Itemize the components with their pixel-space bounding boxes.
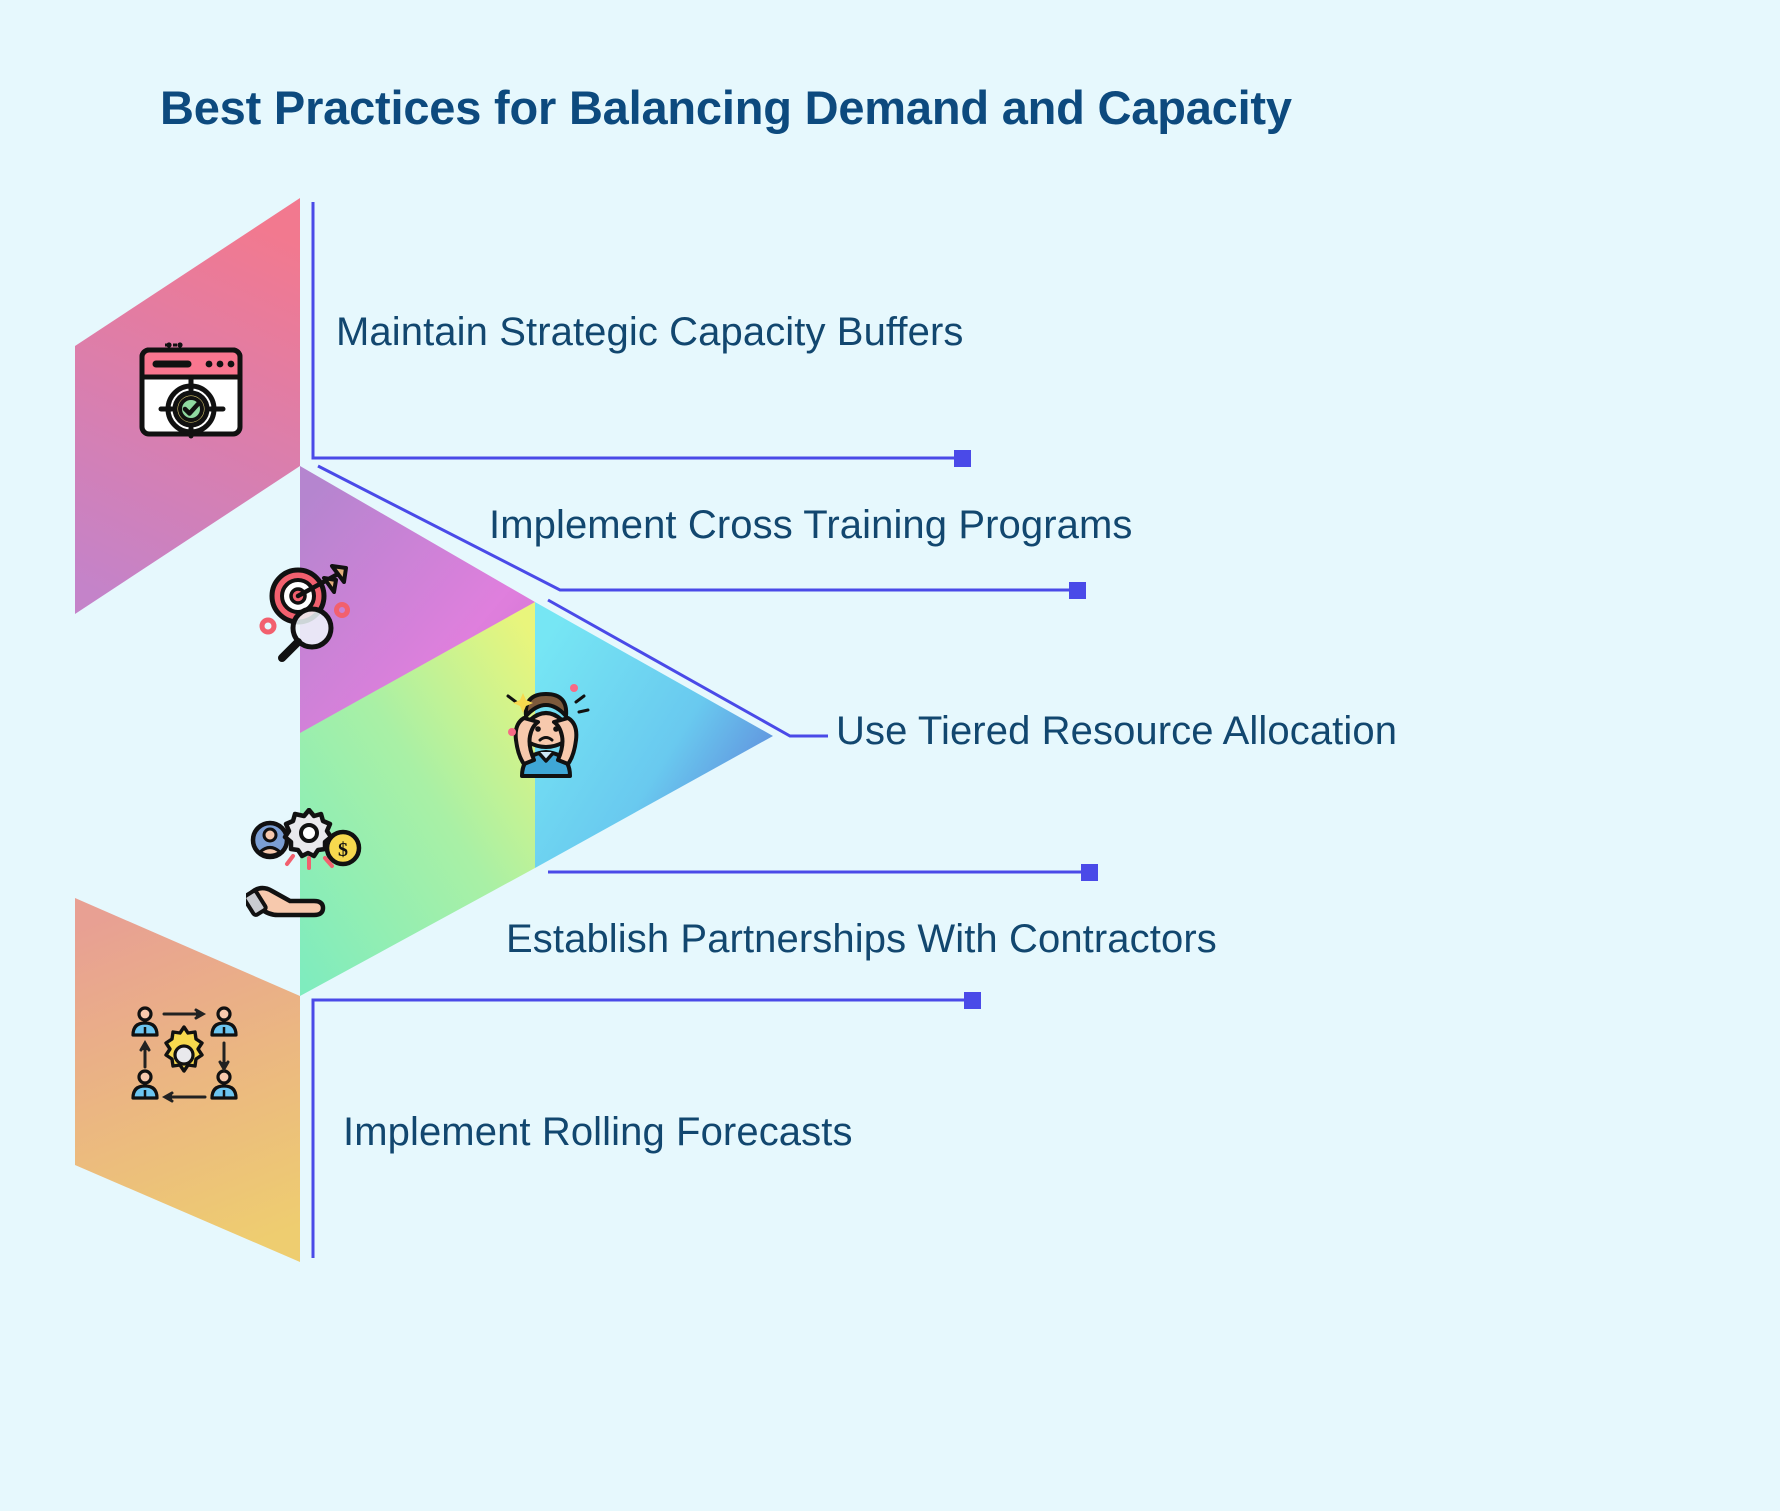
chevron-segment-4 bbox=[300, 602, 535, 996]
step-label-5: Implement Rolling Forecasts bbox=[343, 1110, 853, 1154]
step-label-2: Implement Cross Training Programs bbox=[489, 503, 1133, 547]
person-br bbox=[210, 1069, 238, 1100]
center-gear bbox=[164, 1025, 204, 1073]
step-label-4: Establish Partnerships With Contractors bbox=[506, 917, 1217, 961]
connector-5 bbox=[311, 998, 318, 1258]
step-label-3: Use Tiered Resource Allocation bbox=[836, 709, 1398, 753]
connector-2 bbox=[317, 464, 1073, 592]
chevron-segment-3 bbox=[535, 602, 773, 868]
marker-4 bbox=[964, 992, 981, 1009]
person-tr bbox=[210, 1006, 238, 1037]
chevron-segment-5 bbox=[75, 898, 300, 1262]
marker-1 bbox=[954, 450, 971, 467]
people-gear-network-icon bbox=[130, 1005, 240, 1105]
marker-2 bbox=[1069, 582, 1086, 599]
connector-markers bbox=[954, 450, 1098, 1009]
target-magnifier-icon bbox=[250, 552, 362, 664]
person-tl bbox=[131, 1006, 159, 1037]
page-title: Best Practices for Balancing Demand and … bbox=[160, 81, 1292, 134]
connector-3 bbox=[547, 598, 828, 738]
step-label-1: Maintain Strategic Capacity Buffers bbox=[336, 310, 964, 354]
svg-text:$: $ bbox=[338, 839, 348, 861]
marker-3 bbox=[1081, 864, 1098, 881]
person-bl bbox=[131, 1069, 159, 1100]
browser-target-icon bbox=[135, 336, 247, 448]
flow-arrows bbox=[139, 1008, 230, 1103]
stressed-person-icon bbox=[486, 672, 606, 792]
connector-1 bbox=[311, 202, 958, 460]
hand-gear-money-icon: $ bbox=[246, 808, 364, 920]
connector-lines bbox=[311, 202, 1085, 1258]
